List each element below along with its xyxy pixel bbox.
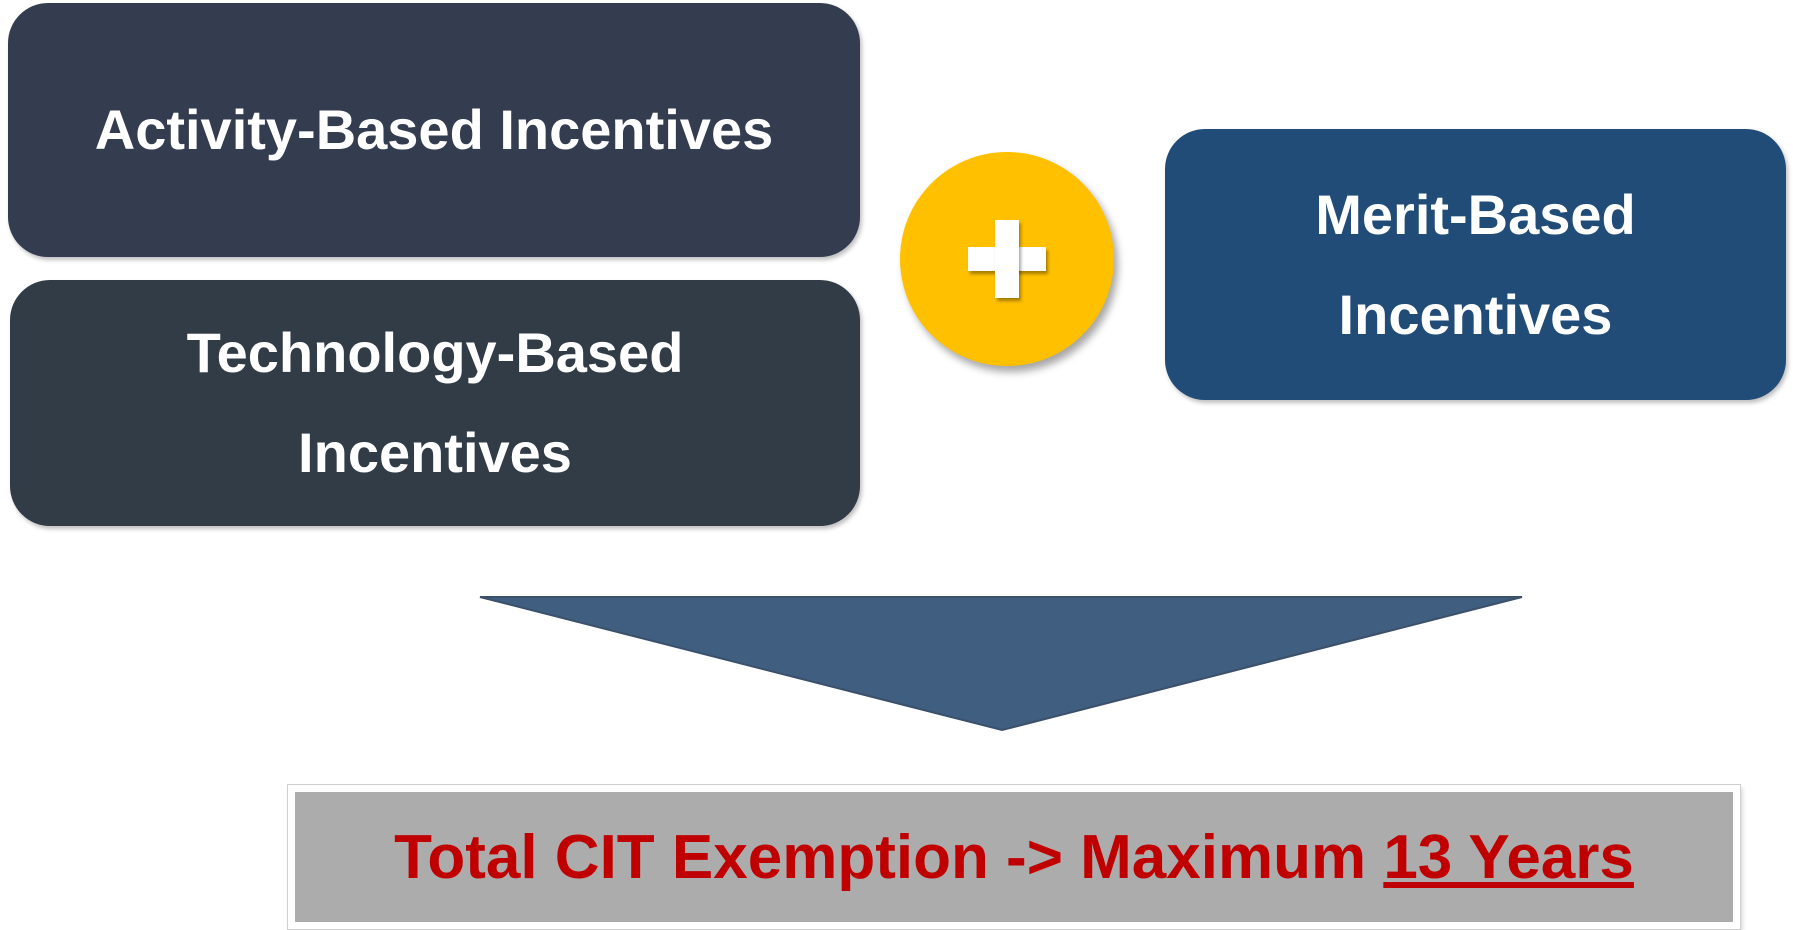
merit-based-label-line1: Merit-Based bbox=[1315, 182, 1636, 246]
technology-based-label-line2: Incentives bbox=[298, 421, 572, 484]
activity-based-incentives-label: Activity-Based Incentives bbox=[94, 98, 774, 161]
result-years: 13 Years bbox=[1383, 822, 1634, 892]
technology-based-label-line1: Technology-Based bbox=[186, 321, 684, 384]
result-prefix: Total CIT Exemption -> Maximum bbox=[394, 822, 1384, 892]
merit-based-incentives-box: Merit-Based Incentives bbox=[1165, 129, 1786, 400]
total-cit-exemption-box: Total CIT Exemption -> Maximum 13 Years bbox=[288, 785, 1740, 929]
technology-based-incentives-box: Technology-Based Incentives bbox=[10, 280, 860, 526]
down-arrow-shape bbox=[479, 596, 1523, 732]
activity-based-incentives-box: Activity-Based Incentives bbox=[8, 3, 860, 257]
down-arrow-icon bbox=[479, 596, 1523, 732]
plus-vertical-bar bbox=[995, 220, 1019, 298]
merit-based-label-line2: Incentives bbox=[1338, 282, 1613, 346]
plus-icon bbox=[900, 152, 1114, 366]
